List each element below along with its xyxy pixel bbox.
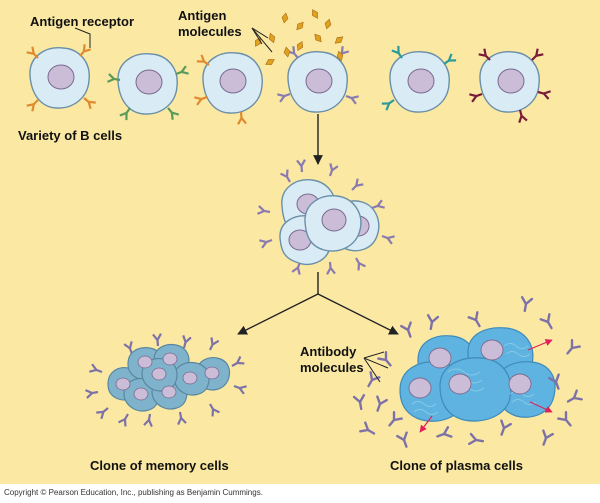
- memory-cell-clone: [84, 332, 248, 428]
- label-clone-of-memory-cells: Clone of memory cells: [90, 458, 229, 473]
- b-cell-3: [193, 52, 263, 126]
- label-clone-of-plasma-cells: Clone of plasma cells: [390, 458, 523, 473]
- plasma-cell-clone: [399, 327, 556, 433]
- label-antibody-line1: Antibody: [300, 344, 357, 359]
- top-leader-lines: [74, 27, 273, 53]
- label-antigen-receptor: Antigen receptor: [30, 14, 134, 29]
- activated-cell-cluster: [256, 158, 396, 276]
- differentiation-arrows: [237, 272, 399, 335]
- copyright-notice: Copyright © Pearson Education, Inc., pub…: [4, 488, 263, 497]
- label-antigen-line1: Antigen: [178, 8, 226, 23]
- b-cell-5: [380, 44, 458, 113]
- b-cell-6: [468, 47, 552, 124]
- label-antibody-line2: molecules: [300, 360, 364, 375]
- b-cell-1: [25, 43, 97, 113]
- b-cell-2: [106, 53, 190, 122]
- label-variety-of-b-cells: Variety of B cells: [18, 128, 122, 143]
- label-antigen-line2: molecules: [178, 24, 242, 39]
- b-cell-activated: [276, 45, 360, 113]
- antibody-leader-lines: [363, 351, 389, 383]
